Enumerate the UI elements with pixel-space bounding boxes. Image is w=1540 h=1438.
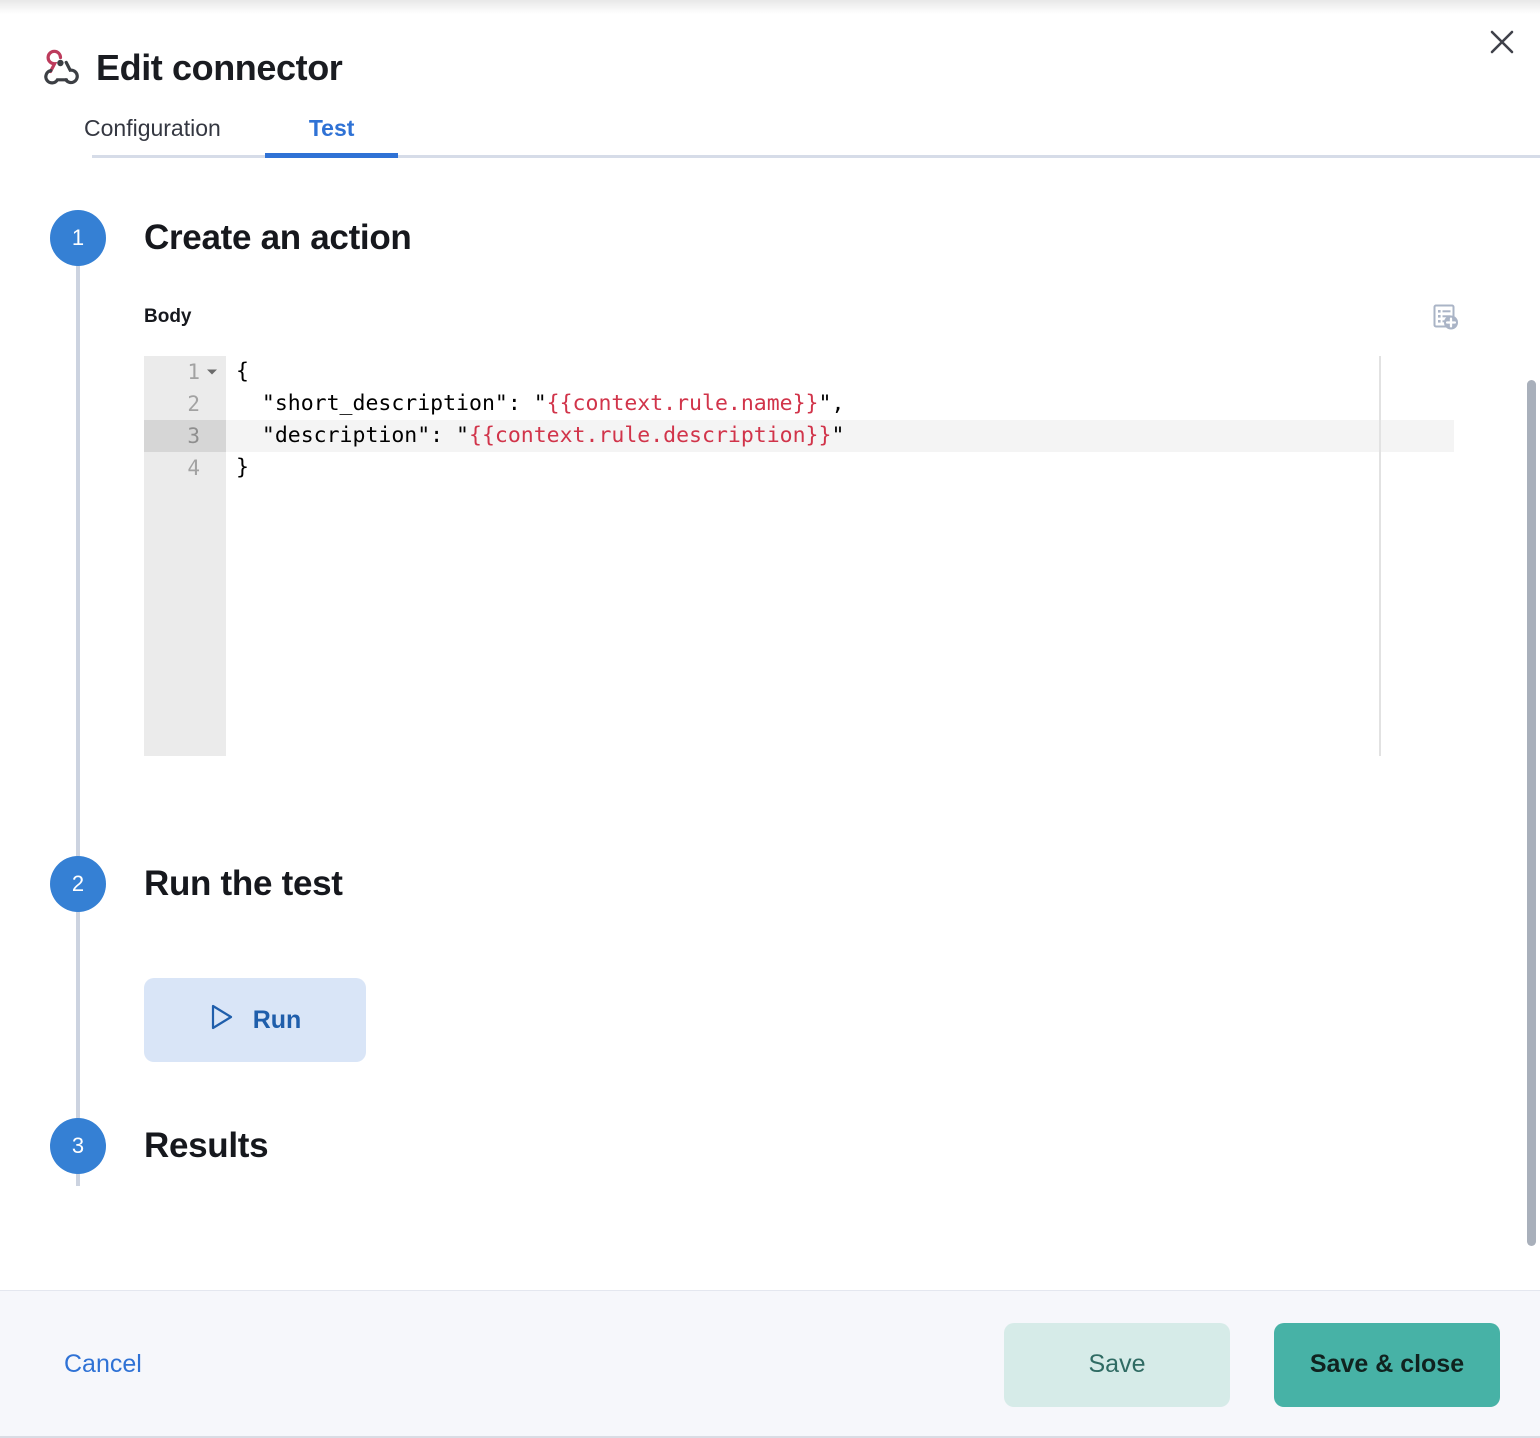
step-number-3: 3	[50, 1118, 106, 1174]
tab-test[interactable]: Test	[264, 117, 399, 158]
page-title: Edit connector	[96, 47, 343, 89]
gutter-line-number[interactable]: 4	[187, 456, 200, 480]
code-gutter: 1 2 3 4	[144, 356, 226, 756]
save-and-close-button[interactable]: Save & close	[1274, 1322, 1500, 1407]
run-button-label: Run	[252, 1005, 302, 1034]
body-field-header: Body	[144, 300, 1540, 334]
webhook-icon	[40, 48, 80, 88]
add-variable-icon[interactable]	[1428, 300, 1462, 334]
step-connector-line-1	[76, 260, 80, 900]
footer-bottom-divider	[0, 1436, 1540, 1438]
step-title-create-an-action: Create an action	[144, 218, 412, 257]
code-lines: { "short_description": "{{context.rule.n…	[144, 356, 1454, 756]
title-row: Edit connector	[0, 40, 1540, 96]
body-field-label: Body	[144, 306, 192, 327]
step-1-content: Body	[144, 266, 1540, 756]
step-number-2: 2	[50, 856, 106, 912]
close-icon[interactable]	[1478, 18, 1526, 66]
code-line: }	[236, 455, 249, 480]
flyout-body: 1 Create an action Body	[0, 158, 1540, 1290]
step-create-an-action: 1 Create an action Body	[0, 210, 1540, 900]
body-scrollbar[interactable]	[1527, 380, 1536, 1246]
save-button[interactable]: Save	[1004, 1322, 1230, 1407]
play-icon	[209, 1003, 235, 1038]
scrollbar-thumb[interactable]	[1527, 380, 1536, 1246]
tab-configuration[interactable]: Configuration	[40, 117, 265, 158]
flyout-header: Edit connector Configuration Test	[0, 0, 1540, 158]
step-2-content: Run	[144, 912, 1540, 1062]
code-line: "description": "{{context.rule.descripti…	[144, 420, 1454, 452]
cancel-button[interactable]: Cancel	[40, 1342, 166, 1387]
code-line: {	[236, 359, 249, 384]
chevron-down-icon[interactable]	[205, 356, 219, 388]
step-connector-line-2	[76, 906, 80, 1186]
tab-list: Configuration Test	[40, 96, 1540, 158]
step-title-run-the-test: Run the test	[144, 864, 343, 903]
step-number-1: 1	[50, 210, 106, 266]
step-run-the-test: 2 Run the test Run	[0, 856, 1540, 1186]
flyout-footer: Cancel Save Save & close	[0, 1290, 1540, 1438]
gutter-line-number[interactable]: 2	[187, 392, 200, 416]
gutter-line-number[interactable]: 1	[144, 356, 226, 388]
print-margin-line	[1379, 356, 1381, 756]
run-button[interactable]: Run	[144, 978, 366, 1062]
code-line: "short_description": "{{context.rule.nam…	[236, 391, 845, 416]
test-steps: 1 Create an action Body	[0, 158, 1540, 1186]
body-code-editor[interactable]: { "short_description": "{{context.rule.n…	[144, 356, 1454, 756]
step-title-results: Results	[144, 1126, 269, 1165]
step-results: 3 Results	[0, 1118, 1540, 1174]
gutter-line-number[interactable]: 3	[144, 420, 226, 452]
